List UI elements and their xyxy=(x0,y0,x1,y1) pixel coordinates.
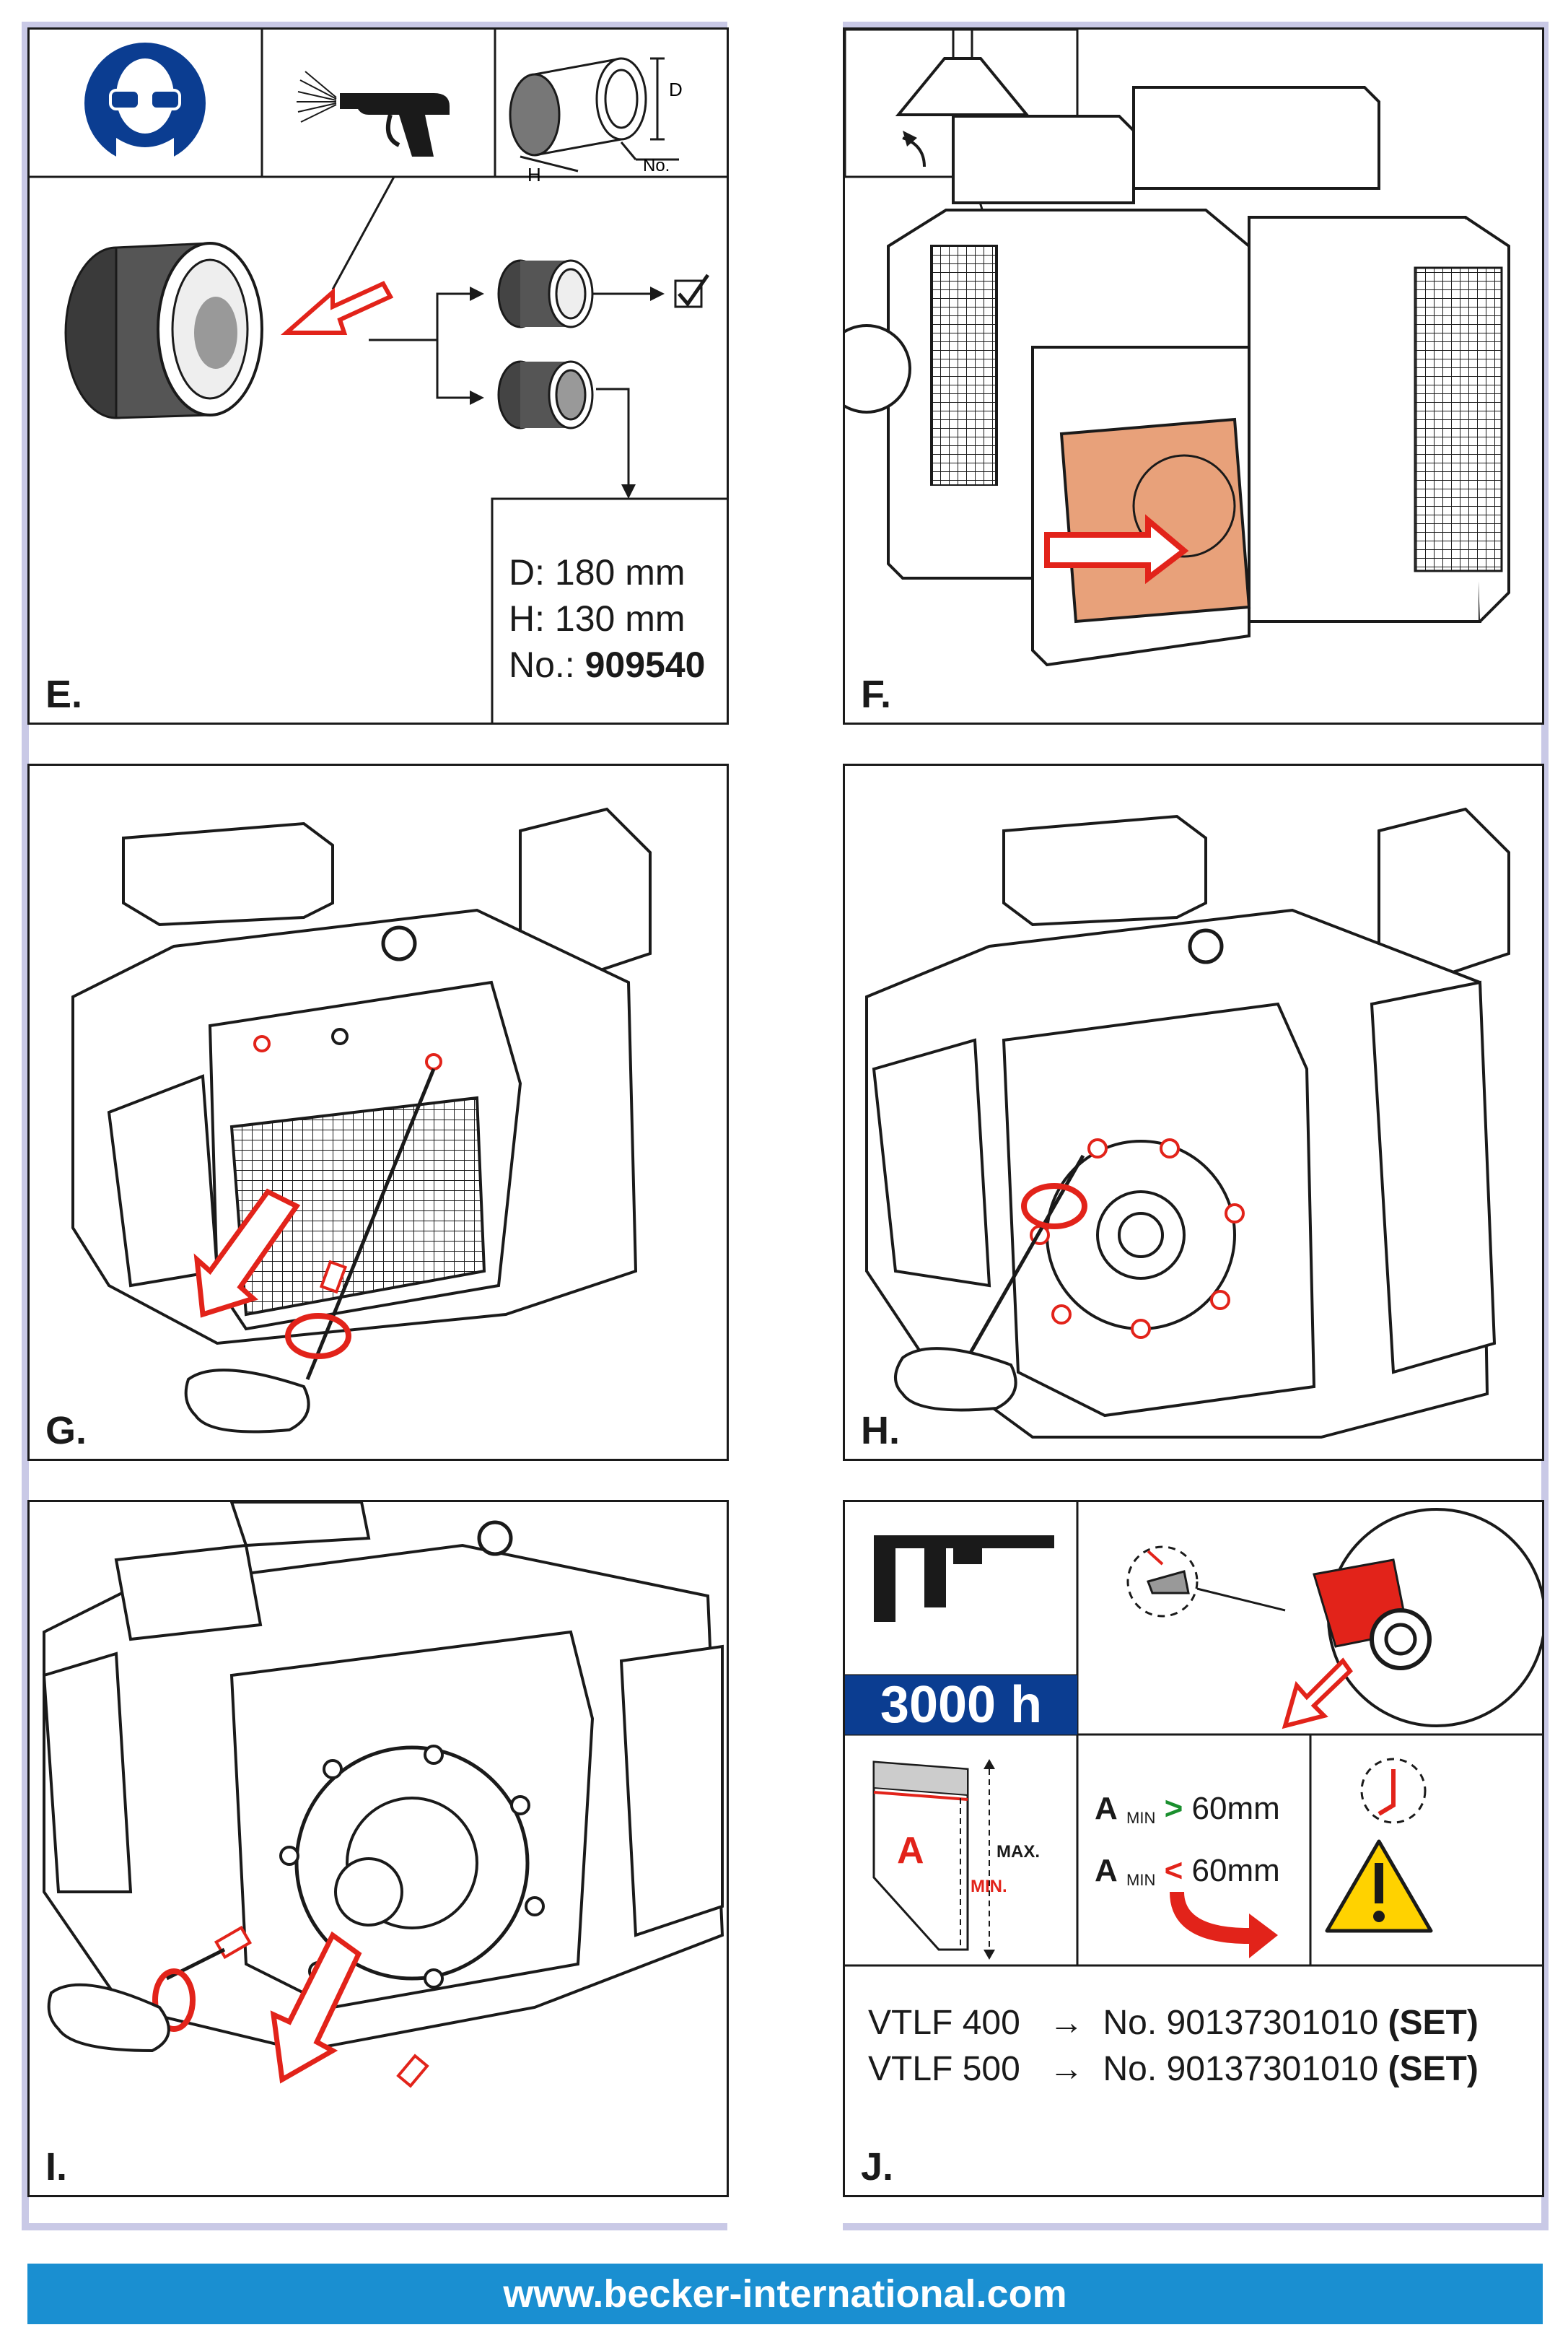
red-arrow-icon xyxy=(193,1188,301,1318)
panel-j-label: J. xyxy=(861,2145,894,2189)
panel-g-drawing xyxy=(71,807,652,1434)
red-arrow-icon xyxy=(270,1931,362,2084)
red-arrow-icon xyxy=(1282,1657,1353,1729)
rule-less-than: A MIN < 60mm xyxy=(1095,1853,1280,1889)
panel-g: G. xyxy=(27,764,729,1461)
band-mid-v xyxy=(727,22,843,2230)
filter-dimensions: D: 180 mm H: 130 mm No.: 909540 xyxy=(509,549,705,688)
panel-j: A MAX. MIN. 3000 h A MIN > 60mm A MIN < … xyxy=(843,1500,1544,2197)
diagram-h-mark: H xyxy=(527,164,541,186)
panel-j-drawing: A MAX. MIN. xyxy=(845,1502,1542,1967)
panel-h-label: H. xyxy=(861,1409,900,1452)
panel-e: D H No. xyxy=(27,27,729,725)
panel-f-drawing xyxy=(845,30,1510,667)
air-gun-icon xyxy=(297,71,450,157)
warning-icon xyxy=(1325,1839,1433,1933)
panel-g-label: G. xyxy=(45,1409,87,1452)
vane-min-mark: MIN. xyxy=(971,1877,1007,1896)
band-left xyxy=(22,22,29,2230)
panel-i-label: I. xyxy=(45,2145,68,2189)
replace-arrow-icon xyxy=(1170,1892,1278,1958)
large-filter-drawing xyxy=(64,242,263,419)
panel-e-drawing: D H No. xyxy=(30,30,727,723)
red-arrow-icon xyxy=(1044,514,1189,585)
filter-diameter: D: 180 mm xyxy=(509,552,686,593)
rule-greater-than: A MIN > 60mm xyxy=(1095,1791,1280,1827)
panel-i-drawing xyxy=(42,1502,724,2088)
parts-row: VTLF 500 → No. 90137301010 (SET) xyxy=(868,2050,1479,2088)
service-interval: 3000 h xyxy=(845,1675,1077,1735)
parts-row: VTLF 400 → No. 90137301010 (SET) xyxy=(868,2004,1479,2042)
panel-f: F. xyxy=(843,27,1544,725)
diagram-no-mark: No. xyxy=(643,156,670,175)
caliper-icon xyxy=(874,1535,1054,1622)
panel-e-label: E. xyxy=(45,673,83,716)
checkbox-icon xyxy=(674,274,710,308)
panel-h: H. xyxy=(843,764,1544,1461)
band-right xyxy=(1541,22,1549,2230)
red-arrow-icon xyxy=(281,281,394,335)
vane-max-mark: MAX. xyxy=(997,1842,1040,1862)
panel-h-drawing xyxy=(865,807,1510,1439)
panel-i: I. xyxy=(27,1500,729,2197)
filter-height: H: 130 mm xyxy=(509,598,686,639)
filter-number: No.: 909540 xyxy=(509,645,706,685)
diagram-d-mark: D xyxy=(669,79,683,100)
footer-url[interactable]: www.becker-international.com xyxy=(27,2264,1543,2324)
panel-f-label: F. xyxy=(861,673,892,716)
vane-a-mark: A xyxy=(897,1830,924,1872)
safety-goggles-icon xyxy=(84,43,206,164)
filter-cartridge-icon xyxy=(509,57,679,173)
parts-list: VTLF 400 → No. 90137301010 (SET) VTLF 50… xyxy=(868,2000,1479,2093)
